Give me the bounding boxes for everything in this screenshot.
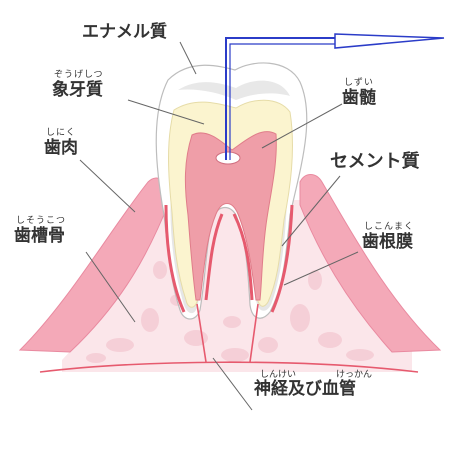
label-dentin: ぞうげしつ 象牙質 bbox=[52, 70, 104, 100]
label-periodontal-ligament: しこんまく 歯根膜 bbox=[362, 222, 415, 252]
nerve-branch-left bbox=[196, 303, 207, 363]
dental-probe bbox=[225, 33, 445, 160]
periodontal-ligament-right bbox=[270, 204, 294, 313]
label-pulp: しずい 歯髄 bbox=[342, 78, 376, 108]
label-nerves-vessels-ruby: しんけい けっかん bbox=[260, 370, 373, 380]
leader-lines bbox=[79, 41, 359, 411]
label-nerves-vessels: しんけい けっかん 神経及び血管 bbox=[254, 367, 373, 399]
label-alveolar-bone: しそうこつ 歯槽骨 bbox=[14, 216, 67, 246]
label-enamel: エナメル質 bbox=[82, 22, 167, 42]
label-gum: しにく 歯肉 bbox=[44, 128, 78, 158]
pulp bbox=[184, 131, 277, 301]
label-cementum: セメント質 bbox=[330, 151, 420, 172]
enamel-shading bbox=[178, 80, 290, 100]
pulp-opening bbox=[215, 151, 241, 165]
periodontal-ligament-inner-left bbox=[204, 213, 224, 301]
nerve-branch-right bbox=[249, 303, 259, 363]
periodontal-ligament-left bbox=[164, 204, 186, 313]
nerve-vessel-line bbox=[39, 361, 419, 373]
periodontal-ligament-inner-right bbox=[232, 213, 254, 301]
gum-right bbox=[299, 174, 442, 353]
